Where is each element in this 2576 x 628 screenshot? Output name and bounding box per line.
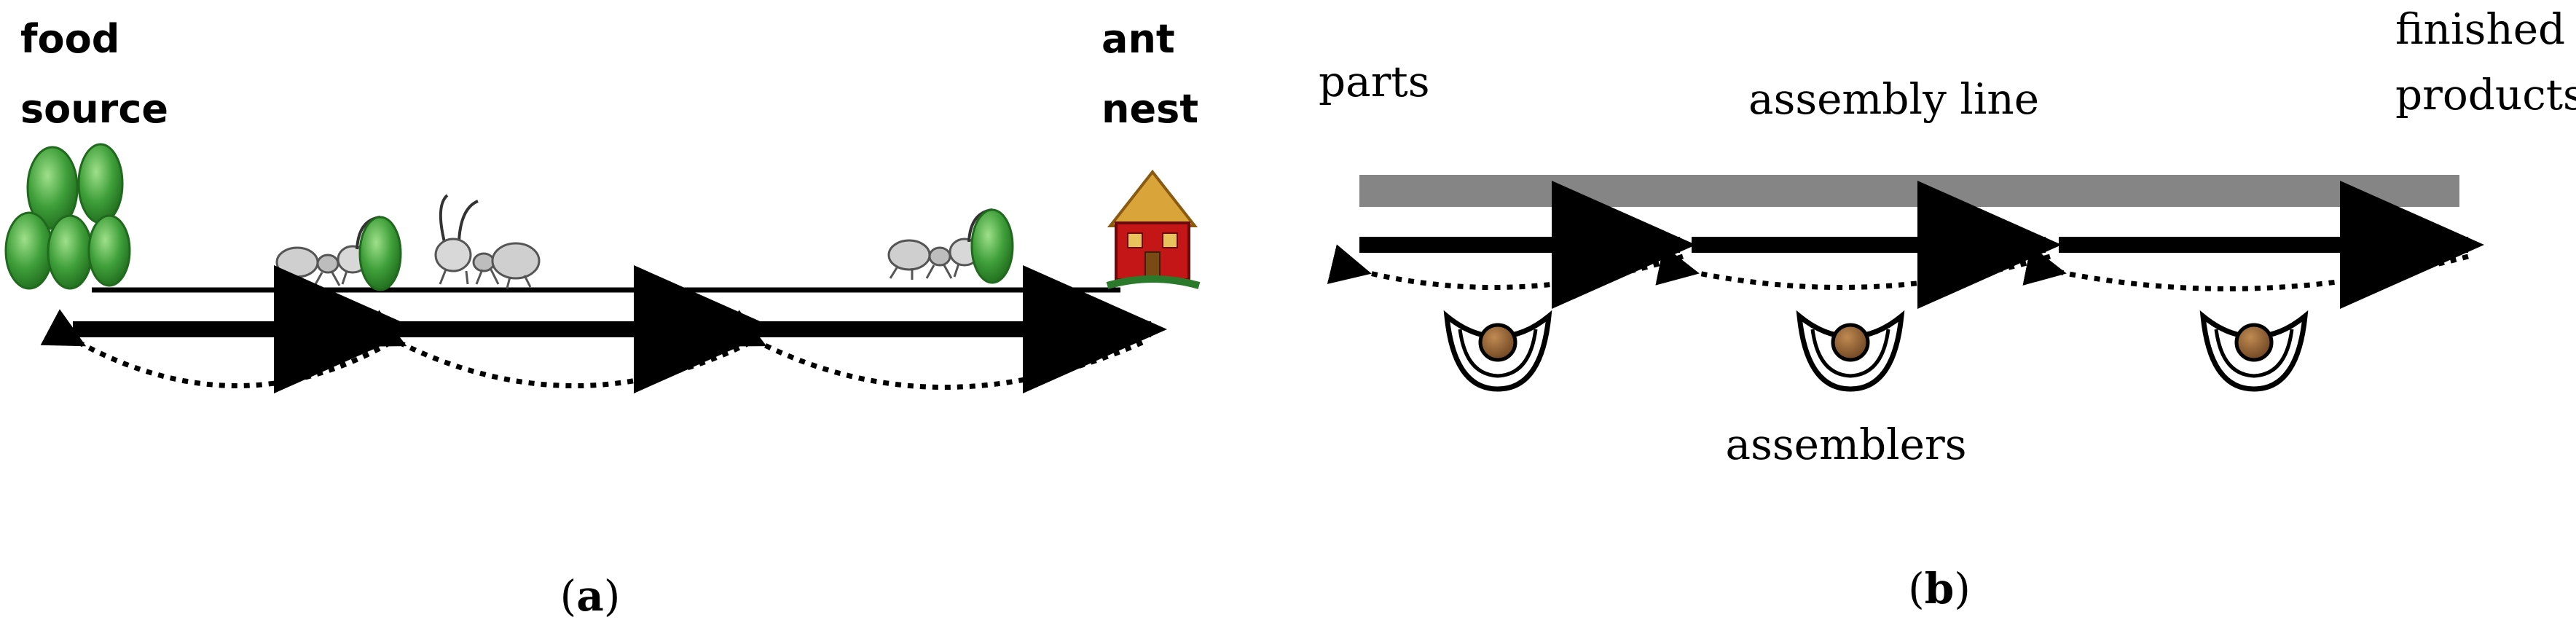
ant-carrying-bean-icon-2	[887, 208, 1014, 284]
ant-carrying-bean-icon	[275, 216, 402, 291]
finished-products-label-line2: products	[2395, 70, 2576, 119]
assembler-worker-icon-3	[2199, 310, 2309, 392]
food-source-label-line1: food	[20, 16, 119, 62]
parts-label: parts	[1319, 57, 1430, 106]
return-arc-a1	[40, 309, 392, 388]
ant-walking-icon	[434, 194, 541, 289]
caption-a: (a)	[560, 571, 621, 621]
return-arc-b3	[2022, 245, 2469, 291]
ant-nest-house-icon	[1106, 169, 1201, 289]
finished-products-label-line1: finished	[2395, 4, 2565, 54]
assembly-line-label: assembly line	[1748, 74, 2039, 124]
food-source-beans-icon	[4, 143, 131, 290]
caption-b: (b)	[1908, 564, 1971, 613]
return-arc-b1	[1327, 244, 1684, 290]
assembler-worker-icon-2	[1796, 310, 1905, 392]
panel-b: parts assembly line finished products	[1319, 4, 2576, 613]
return-arc-a3	[720, 310, 1144, 390]
ant-nest-label-line1: ant	[1102, 16, 1175, 62]
panel-a: food source ant nest	[4, 16, 1201, 621]
food-source-label-line2: source	[20, 86, 168, 132]
assemblers-label: assemblers	[1726, 420, 1967, 469]
assembler-worker-icon-1	[1443, 310, 1552, 392]
return-arc-a2	[361, 310, 752, 388]
return-arc-b2	[1655, 245, 2051, 290]
ant-nest-label-line2: nest	[1102, 86, 1198, 132]
conveyor-belt	[1359, 175, 2459, 207]
